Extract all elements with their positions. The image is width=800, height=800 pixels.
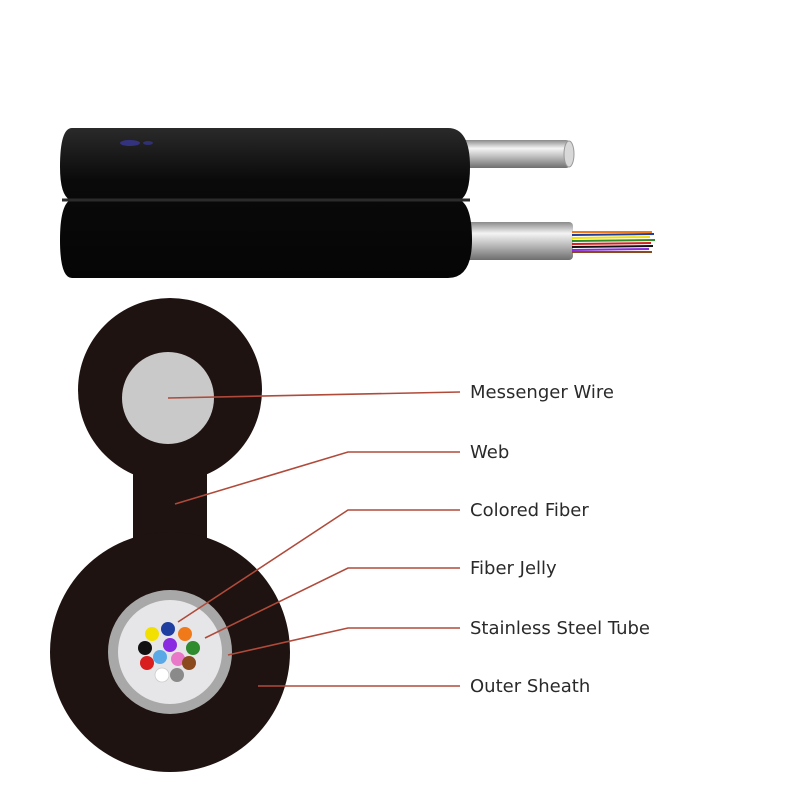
leader-lines <box>167 391 461 687</box>
leader-stainless-steel-tube <box>227 627 460 656</box>
label-web: Web <box>470 442 509 463</box>
leader-messenger-wire <box>167 391 461 399</box>
leader-colored-fiber <box>177 509 460 623</box>
fiber-4 <box>138 641 152 655</box>
exposed-fibers <box>571 231 656 253</box>
cable-photo <box>60 128 656 278</box>
label-stainless-steel-tube: Stainless Steel Tube <box>470 618 650 639</box>
fiber-6 <box>186 641 200 655</box>
cable-jacket <box>60 128 472 278</box>
label-fiber-jelly: Fiber Jelly <box>470 558 557 579</box>
fiber-10 <box>182 656 196 670</box>
fiber-11 <box>154 667 170 683</box>
fiber-1 <box>145 627 159 641</box>
colored-fibers <box>138 622 200 683</box>
fiber-8 <box>153 650 167 664</box>
label-outer-sheath: Outer Sheath <box>470 676 590 697</box>
fiber-5 <box>163 638 177 652</box>
fiber-2 <box>161 622 175 636</box>
leader-web <box>174 451 460 505</box>
label-colored-fiber: Colored Fiber <box>470 500 589 521</box>
fiber-7 <box>140 656 154 670</box>
label-messenger-wire: Messenger Wire <box>470 382 614 403</box>
fiber-12 <box>170 668 184 682</box>
fiber-3 <box>178 627 192 641</box>
steel-tube-strand <box>455 222 573 260</box>
messenger-wire-strand <box>455 140 575 168</box>
leader-fiber-jelly <box>204 567 460 639</box>
cross-section <box>50 298 290 772</box>
fiber-9 <box>171 652 185 666</box>
